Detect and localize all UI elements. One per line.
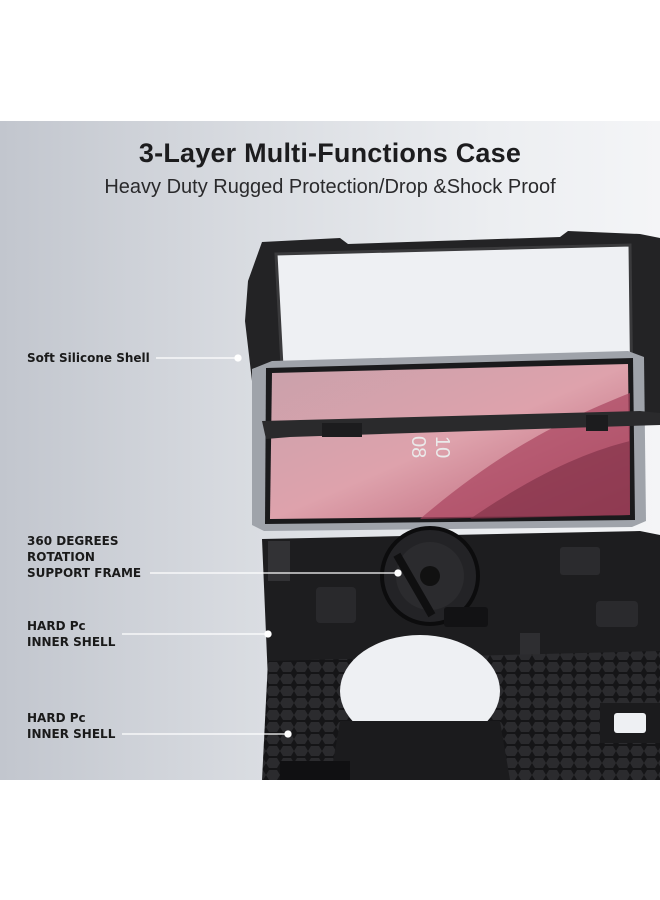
case-layers-illustration: 10 08	[122, 231, 660, 780]
callout-leaders	[122, 354, 402, 738]
leader-dot-1	[234, 354, 242, 362]
leader-dot-3	[264, 630, 272, 638]
clock-minute-text: 08	[407, 436, 429, 458]
frame-tab-left	[322, 423, 362, 437]
product-title: 3-Layer Multi-Functions Case	[138, 138, 522, 168]
frame-tab-right	[586, 415, 608, 431]
product-image-panel: 3-Layer Multi-Functions Case Heavy Duty …	[0, 121, 660, 780]
leader-dot-2	[394, 569, 402, 577]
callout-soft-silicone-shell: Soft Silicone Shell	[27, 350, 150, 366]
callout-line: ROTATION	[27, 550, 95, 564]
hex-shell-layer	[262, 635, 660, 780]
callout-hard-pc-inner-shell-lower: HARD Pc INNER SHELL	[27, 710, 115, 742]
callout-rotation-support-frame: 360 DEGREES ROTATION SUPPORT FRAME	[27, 533, 141, 581]
callout-line: HARD Pc	[27, 711, 86, 725]
callout-line: HARD Pc	[27, 619, 86, 633]
callout-line: INNER SHELL	[27, 727, 116, 741]
tablet-device: 10 08	[252, 351, 646, 531]
callout-line: Soft Silicone Shell	[27, 351, 150, 365]
clock-hour-text: 10	[431, 436, 453, 458]
product-subtitle: Heavy Duty Rugged Protection/Drop &Shock…	[104, 176, 556, 198]
leader-dot-4	[284, 730, 292, 738]
callout-line: 360 DEGREES	[27, 534, 119, 548]
callout-line: INNER SHELL	[27, 635, 116, 649]
callout-line: SUPPORT FRAME	[27, 566, 142, 580]
rotation-frame-layer	[262, 526, 660, 681]
callout-hard-pc-inner-shell: HARD Pc INNER SHELL	[27, 618, 115, 650]
